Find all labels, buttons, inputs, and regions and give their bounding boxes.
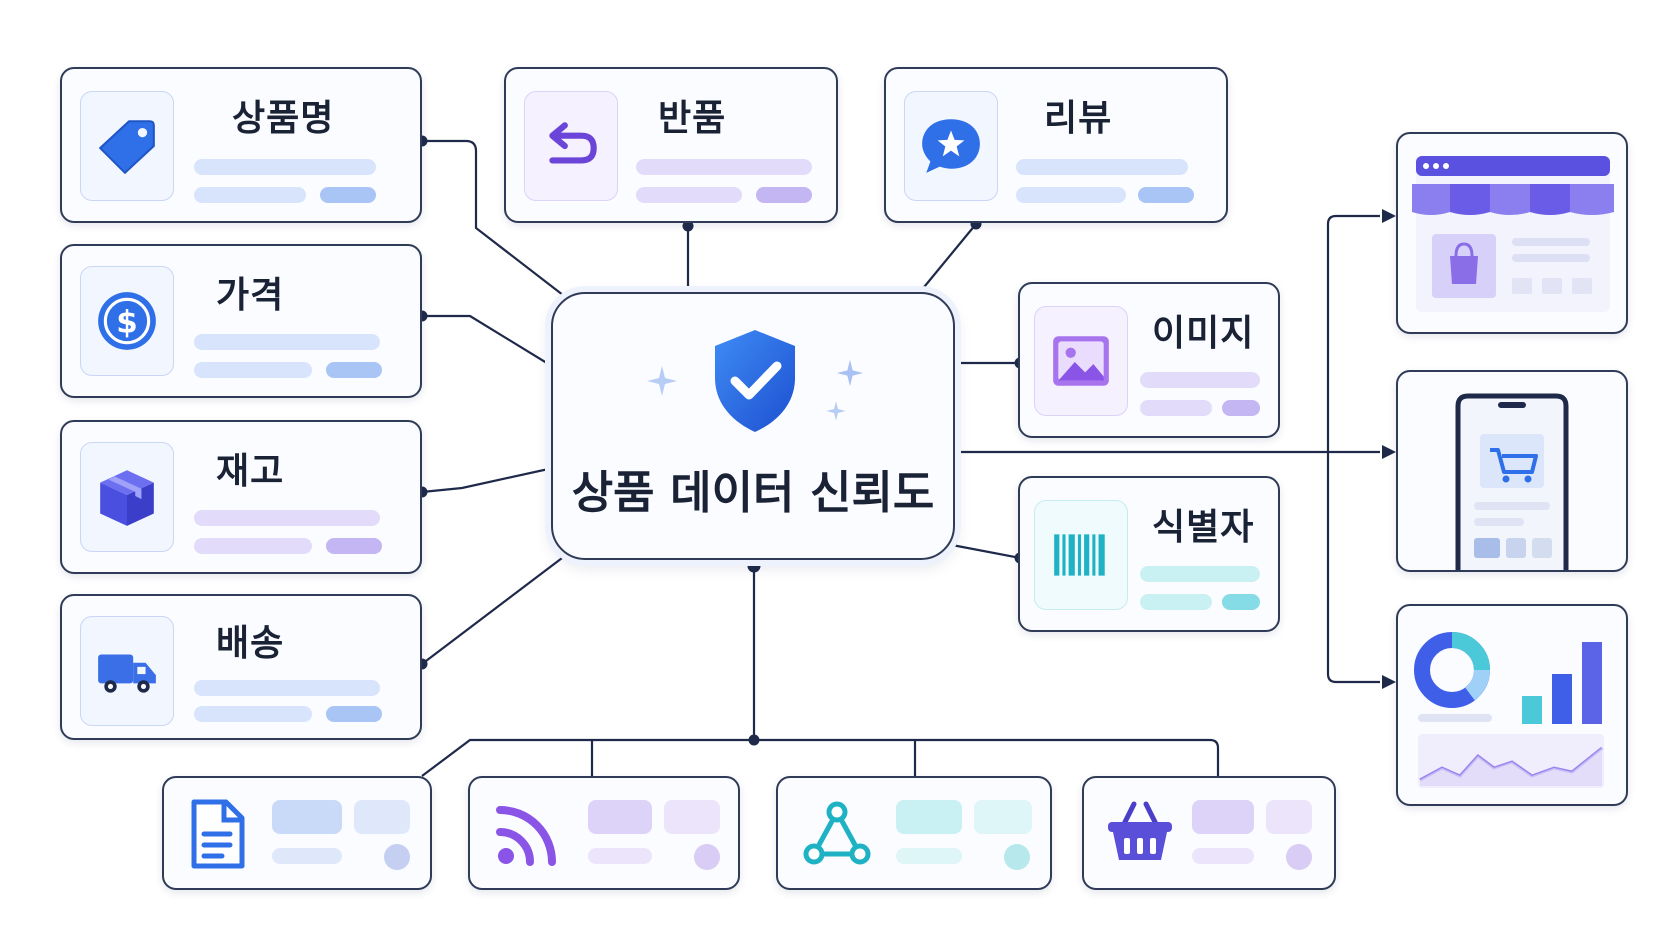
image-icon — [1034, 306, 1128, 416]
barcode-icon — [1034, 500, 1128, 610]
basket-icon — [1108, 801, 1172, 860]
network-icon — [803, 801, 871, 865]
shield-check-icon — [715, 330, 795, 432]
mobile-cart-icon — [1455, 393, 1569, 570]
return-icon — [524, 91, 618, 201]
attribute-card-product-name: 상품명 — [60, 67, 422, 223]
channel-storefront — [1396, 132, 1628, 334]
sparkle-icon — [826, 401, 846, 421]
attribute-label: 식별자 — [1152, 507, 1255, 548]
sparkle-icon — [836, 359, 864, 387]
center-title: 상품 데이터 신뢰도 — [571, 466, 935, 519]
analytics-dashboard-icon — [1414, 632, 1604, 788]
attribute-card-reviews: 리뷰 — [884, 67, 1228, 223]
rss-feed-icon — [496, 806, 556, 866]
attribute-label: 리뷰 — [1044, 98, 1113, 139]
document-icon — [191, 799, 245, 869]
attribute-card-shipping: 배송 — [60, 594, 422, 740]
svg-text:$: $ — [116, 304, 138, 340]
channel-mobile — [1396, 370, 1628, 572]
source-card-feed — [468, 776, 740, 890]
box-icon — [80, 442, 174, 552]
attribute-label: 상품명 — [232, 98, 335, 139]
center-hub: 상품 데이터 신뢰도 — [551, 292, 955, 560]
attribute-label: 재고 — [216, 451, 285, 492]
attribute-card-stock: 재고 — [60, 420, 422, 574]
dollar-icon: $ — [80, 266, 174, 376]
source-card-network — [776, 776, 1052, 890]
attribute-card-returns: 반품 — [504, 67, 838, 223]
attribute-label: 이미지 — [1152, 313, 1255, 354]
source-card-basket — [1082, 776, 1336, 890]
attribute-label: 가격 — [216, 275, 285, 316]
storefront-icon — [1412, 156, 1614, 312]
source-card-document — [162, 776, 432, 890]
attribute-card-identifier: 식별자 — [1018, 476, 1280, 632]
attribute-label: 배송 — [216, 623, 285, 664]
star-bubble-icon — [904, 91, 998, 201]
attribute-label: 반품 — [658, 98, 727, 139]
truck-icon — [80, 616, 174, 726]
attribute-card-images: 이미지 — [1018, 282, 1280, 438]
attribute-card-price: $ 가격 — [60, 244, 422, 398]
channel-analytics — [1396, 604, 1628, 806]
sparkle-icon — [647, 366, 677, 396]
tag-icon — [80, 91, 174, 201]
